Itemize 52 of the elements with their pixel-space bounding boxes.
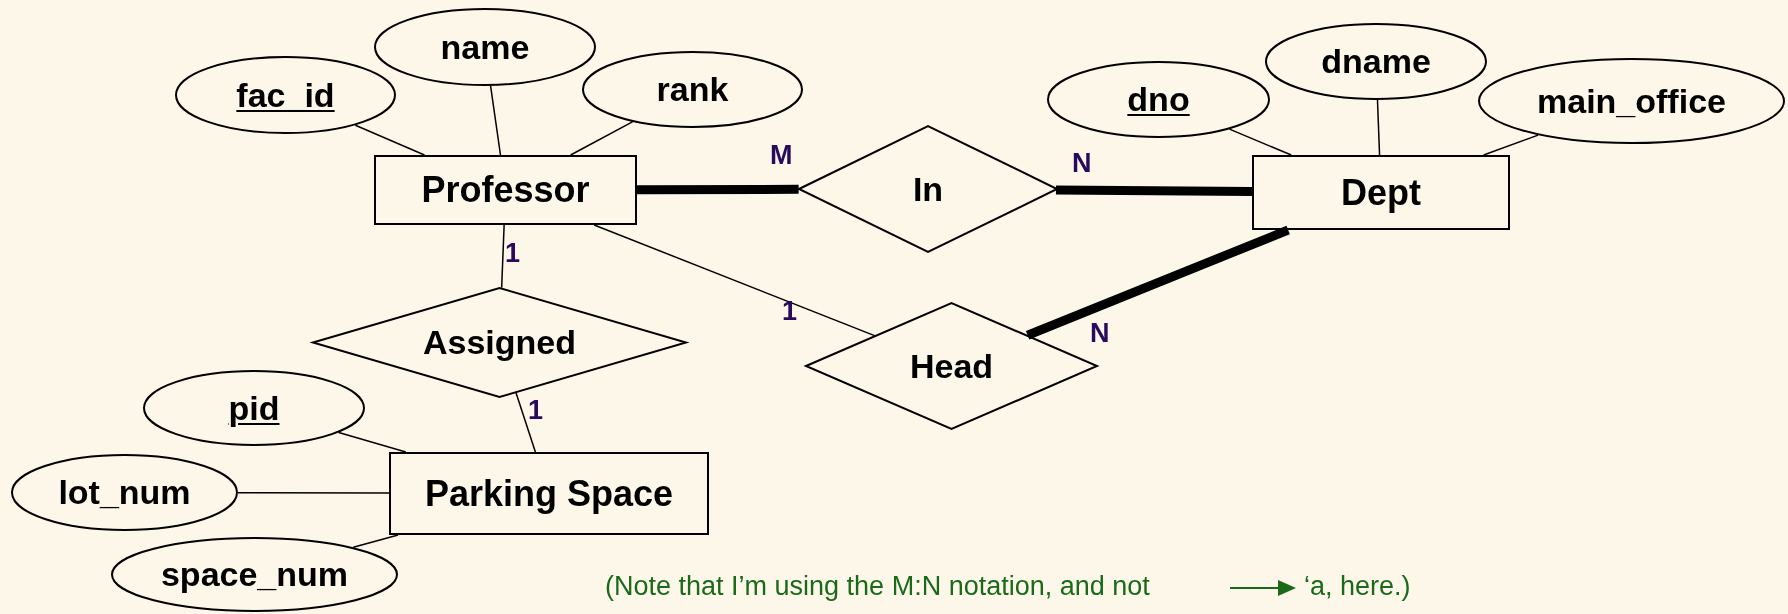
cardinality-label: M: [770, 142, 793, 169]
attribute-ellipse: [1478, 58, 1785, 144]
relationship-diamond: [312, 287, 687, 398]
connector-line: [515, 392, 537, 453]
attribute-ellipse: [11, 454, 238, 531]
node-label: Parking Space: [424, 472, 674, 515]
entity-box: [1252, 155, 1510, 230]
entity-box: [374, 155, 637, 225]
node-label: Assigned: [422, 323, 576, 362]
attribute-ellipse: [1265, 23, 1487, 100]
connector-line: [237, 492, 390, 494]
cardinality-label: 1: [528, 397, 544, 424]
attribute-ellipse: [374, 8, 596, 86]
connector-line: [1228, 128, 1293, 156]
node-label: dname: [1321, 42, 1431, 81]
key-attribute-label: pid: [228, 388, 280, 428]
attribute-ellipse: [175, 56, 396, 134]
node-label: lot_num: [58, 473, 191, 512]
relationship-diamond: [798, 125, 1058, 253]
connector-line: [569, 121, 634, 156]
node-label: name: [440, 27, 530, 67]
node-label: space_num: [160, 555, 349, 594]
note-text: (Note that I’m using the M:N notation, and not: [605, 572, 1150, 602]
connector-line: [352, 534, 399, 549]
note-text: ‘a, here.): [1304, 572, 1411, 602]
node-label: rank: [656, 70, 729, 109]
connector-line: [354, 124, 426, 156]
connector-line: [1055, 185, 1253, 196]
connector-line: [1025, 225, 1290, 340]
key-attribute-label: fac_id: [236, 75, 335, 115]
connector-line: [593, 224, 876, 337]
node-label: main_office: [1537, 81, 1726, 121]
connector-line: [1482, 134, 1539, 156]
cardinality-label: N: [1090, 320, 1110, 347]
cardinality-label: 1: [782, 298, 798, 325]
cardinality-label: 1: [505, 240, 521, 267]
connector-line: [637, 184, 799, 195]
connector-line: [1376, 99, 1381, 156]
connector-line: [489, 85, 502, 156]
connector-line: [337, 431, 407, 453]
connector-line: [500, 224, 505, 289]
entity-box: [389, 452, 709, 535]
attribute-ellipse: [143, 370, 365, 446]
attribute-ellipse: [1047, 61, 1270, 138]
node-label: Dept: [1341, 171, 1421, 214]
attribute-ellipse: [582, 51, 803, 128]
cardinality-label: N: [1072, 150, 1092, 177]
attribute-ellipse: [111, 537, 398, 612]
key-attribute-label: dno: [1127, 80, 1190, 119]
node-label: Professor: [421, 169, 590, 211]
node-label: In: [912, 169, 944, 209]
node-label: Head: [909, 346, 994, 386]
